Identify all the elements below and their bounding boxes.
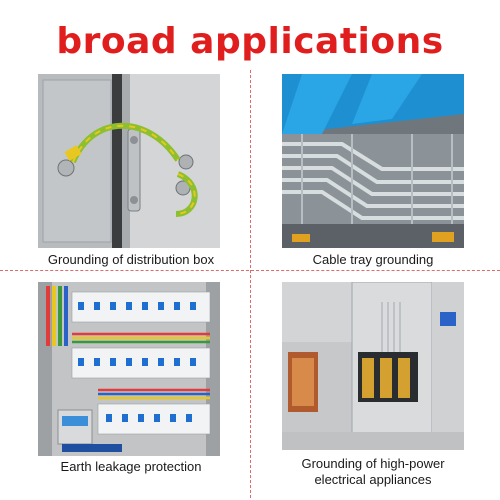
caption-high-power: Grounding of high-power electrical appli… — [260, 456, 486, 488]
breaker-panel-photo — [38, 282, 220, 456]
caption-high-power-line2: electrical appliances — [314, 472, 432, 487]
cable-tray-photo — [282, 74, 464, 248]
page-title: broad applications — [56, 21, 444, 62]
caption-earth-leakage: Earth leakage protection — [60, 459, 202, 474]
caption-high-power-line1: Grounding of high-power — [301, 456, 445, 471]
horizontal-divider — [0, 270, 500, 271]
caption-cable-tray: Cable tray grounding — [312, 252, 434, 267]
transformer-cabinet-photo — [282, 282, 464, 450]
distribution-box-photo — [38, 74, 220, 248]
vertical-divider — [250, 70, 251, 498]
caption-distribution-box: Grounding of distribution box — [47, 252, 215, 267]
